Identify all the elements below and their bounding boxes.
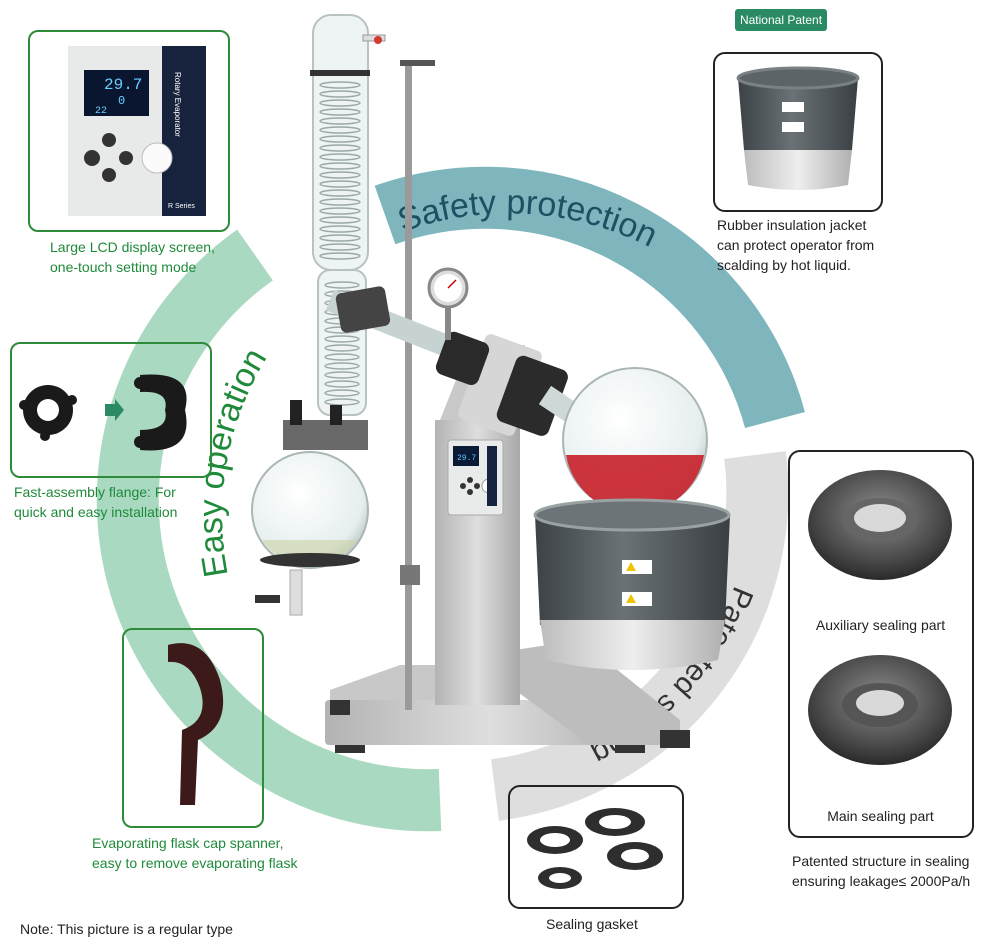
condenser-coil	[324, 362, 360, 370]
gasket-caption: Sealing gasket	[546, 916, 638, 932]
condenser-coil	[324, 389, 360, 397]
condenser-coil	[324, 344, 360, 352]
main-seal-image	[808, 655, 952, 765]
flange-caption: Fast-assembly flange: For quick and easy…	[14, 482, 177, 522]
jacket-caption: Rubber insulation jacket can protect ope…	[717, 215, 874, 275]
condenser-coil	[319, 99, 361, 107]
patent-caption: Patented structure in sealing ensuring l…	[792, 851, 970, 891]
condenser-coil	[319, 180, 361, 188]
flange-caption-line2: quick and easy installation	[14, 504, 178, 520]
condenser-coil	[324, 371, 360, 379]
svg-text:Rotary Evaporator: Rotary Evaporator	[173, 72, 182, 137]
regular-type-note: Note: This picture is a regular type	[20, 921, 233, 937]
jacket-caption-line3: scalding by hot liquid.	[717, 257, 851, 273]
patent-caption-line2: ensuring leakage≤ 2000Pa/h	[792, 873, 971, 889]
seal-parts-inset-frame	[788, 450, 974, 838]
easy-operation-arc	[96, 229, 442, 832]
pressure-gauge	[427, 267, 469, 340]
gasket-inset-frame	[508, 785, 684, 909]
flange-caption-line1: Fast-assembly flange: For	[14, 484, 176, 500]
lcd-panel-image: 29.7 0 22 Rotary Evaporator R Series	[68, 46, 206, 216]
patented-sealing-arc	[490, 451, 789, 821]
machine-base	[325, 640, 690, 753]
condenser-coil	[324, 353, 360, 361]
rubber-jacket-image	[736, 66, 860, 190]
condenser-coil	[319, 153, 361, 161]
condenser-coil	[319, 126, 361, 134]
condenser-coil	[319, 207, 361, 215]
spanner-inset-frame	[122, 628, 264, 828]
condenser-coil	[319, 243, 361, 251]
spanner-caption-line2: easy to remove evaporating flask	[92, 855, 298, 871]
spanner-image	[168, 643, 224, 805]
lcd-caption-line2: one-touch setting mode	[50, 259, 197, 275]
condenser-coil	[319, 225, 361, 233]
condenser-coil	[319, 198, 361, 206]
condenser-coil	[319, 189, 361, 197]
flange-inset-frame	[10, 342, 212, 478]
jacket-caption-line1: Rubber insulation jacket	[717, 217, 867, 233]
svg-text:29.7: 29.7	[457, 454, 476, 463]
condenser-coil	[319, 216, 361, 224]
main-seal-caption: Main sealing part	[827, 808, 934, 824]
national-patent-badge: National Patent	[735, 9, 827, 31]
column-controller: 29.7	[447, 439, 504, 516]
condenser-coil	[324, 380, 360, 388]
condenser-coil	[319, 171, 361, 179]
condenser-coil	[319, 108, 361, 116]
spanner-caption-line1: Evaporating flask cap spanner,	[92, 835, 284, 851]
condenser-coil	[319, 81, 361, 89]
condenser-coil	[319, 144, 361, 152]
spanner-caption: Evaporating flask cap spanner, easy to r…	[92, 833, 297, 873]
svg-text:29.7: 29.7	[104, 76, 142, 94]
patent-caption-line1: Patented structure in sealing	[792, 853, 970, 869]
svg-text:R Series: R Series	[168, 203, 195, 210]
condenser-coil	[319, 234, 361, 242]
condenser-coil	[319, 117, 361, 125]
evaporating-flask	[538, 367, 708, 514]
aux-seal-caption: Auxiliary sealing part	[815, 617, 946, 633]
condenser-coil	[319, 162, 361, 170]
lcd-caption: Large LCD display screen, one-touch sett…	[50, 237, 215, 277]
support-rod	[405, 60, 412, 710]
condenser-coil	[319, 252, 361, 260]
flange-image	[19, 374, 187, 451]
condenser	[310, 14, 386, 416]
lcd-caption-line1: Large LCD display screen,	[50, 239, 215, 255]
lcd-inset-frame	[28, 30, 230, 232]
gaskets-image	[527, 808, 663, 889]
heating-bath	[533, 498, 731, 670]
svg-text:22: 22	[95, 106, 107, 117]
condenser-coil	[324, 281, 360, 289]
jacket-caption-line2: can protect operator from	[717, 237, 875, 253]
condenser-coil	[319, 135, 361, 143]
auxiliary-seal-image	[808, 470, 952, 580]
condenser-coil	[319, 90, 361, 98]
svg-text:0: 0	[118, 94, 125, 108]
jacket-inset-frame	[713, 52, 883, 212]
condenser-coil	[324, 335, 360, 343]
receiving-flask	[251, 400, 369, 616]
safety-protection-arc	[374, 166, 805, 429]
